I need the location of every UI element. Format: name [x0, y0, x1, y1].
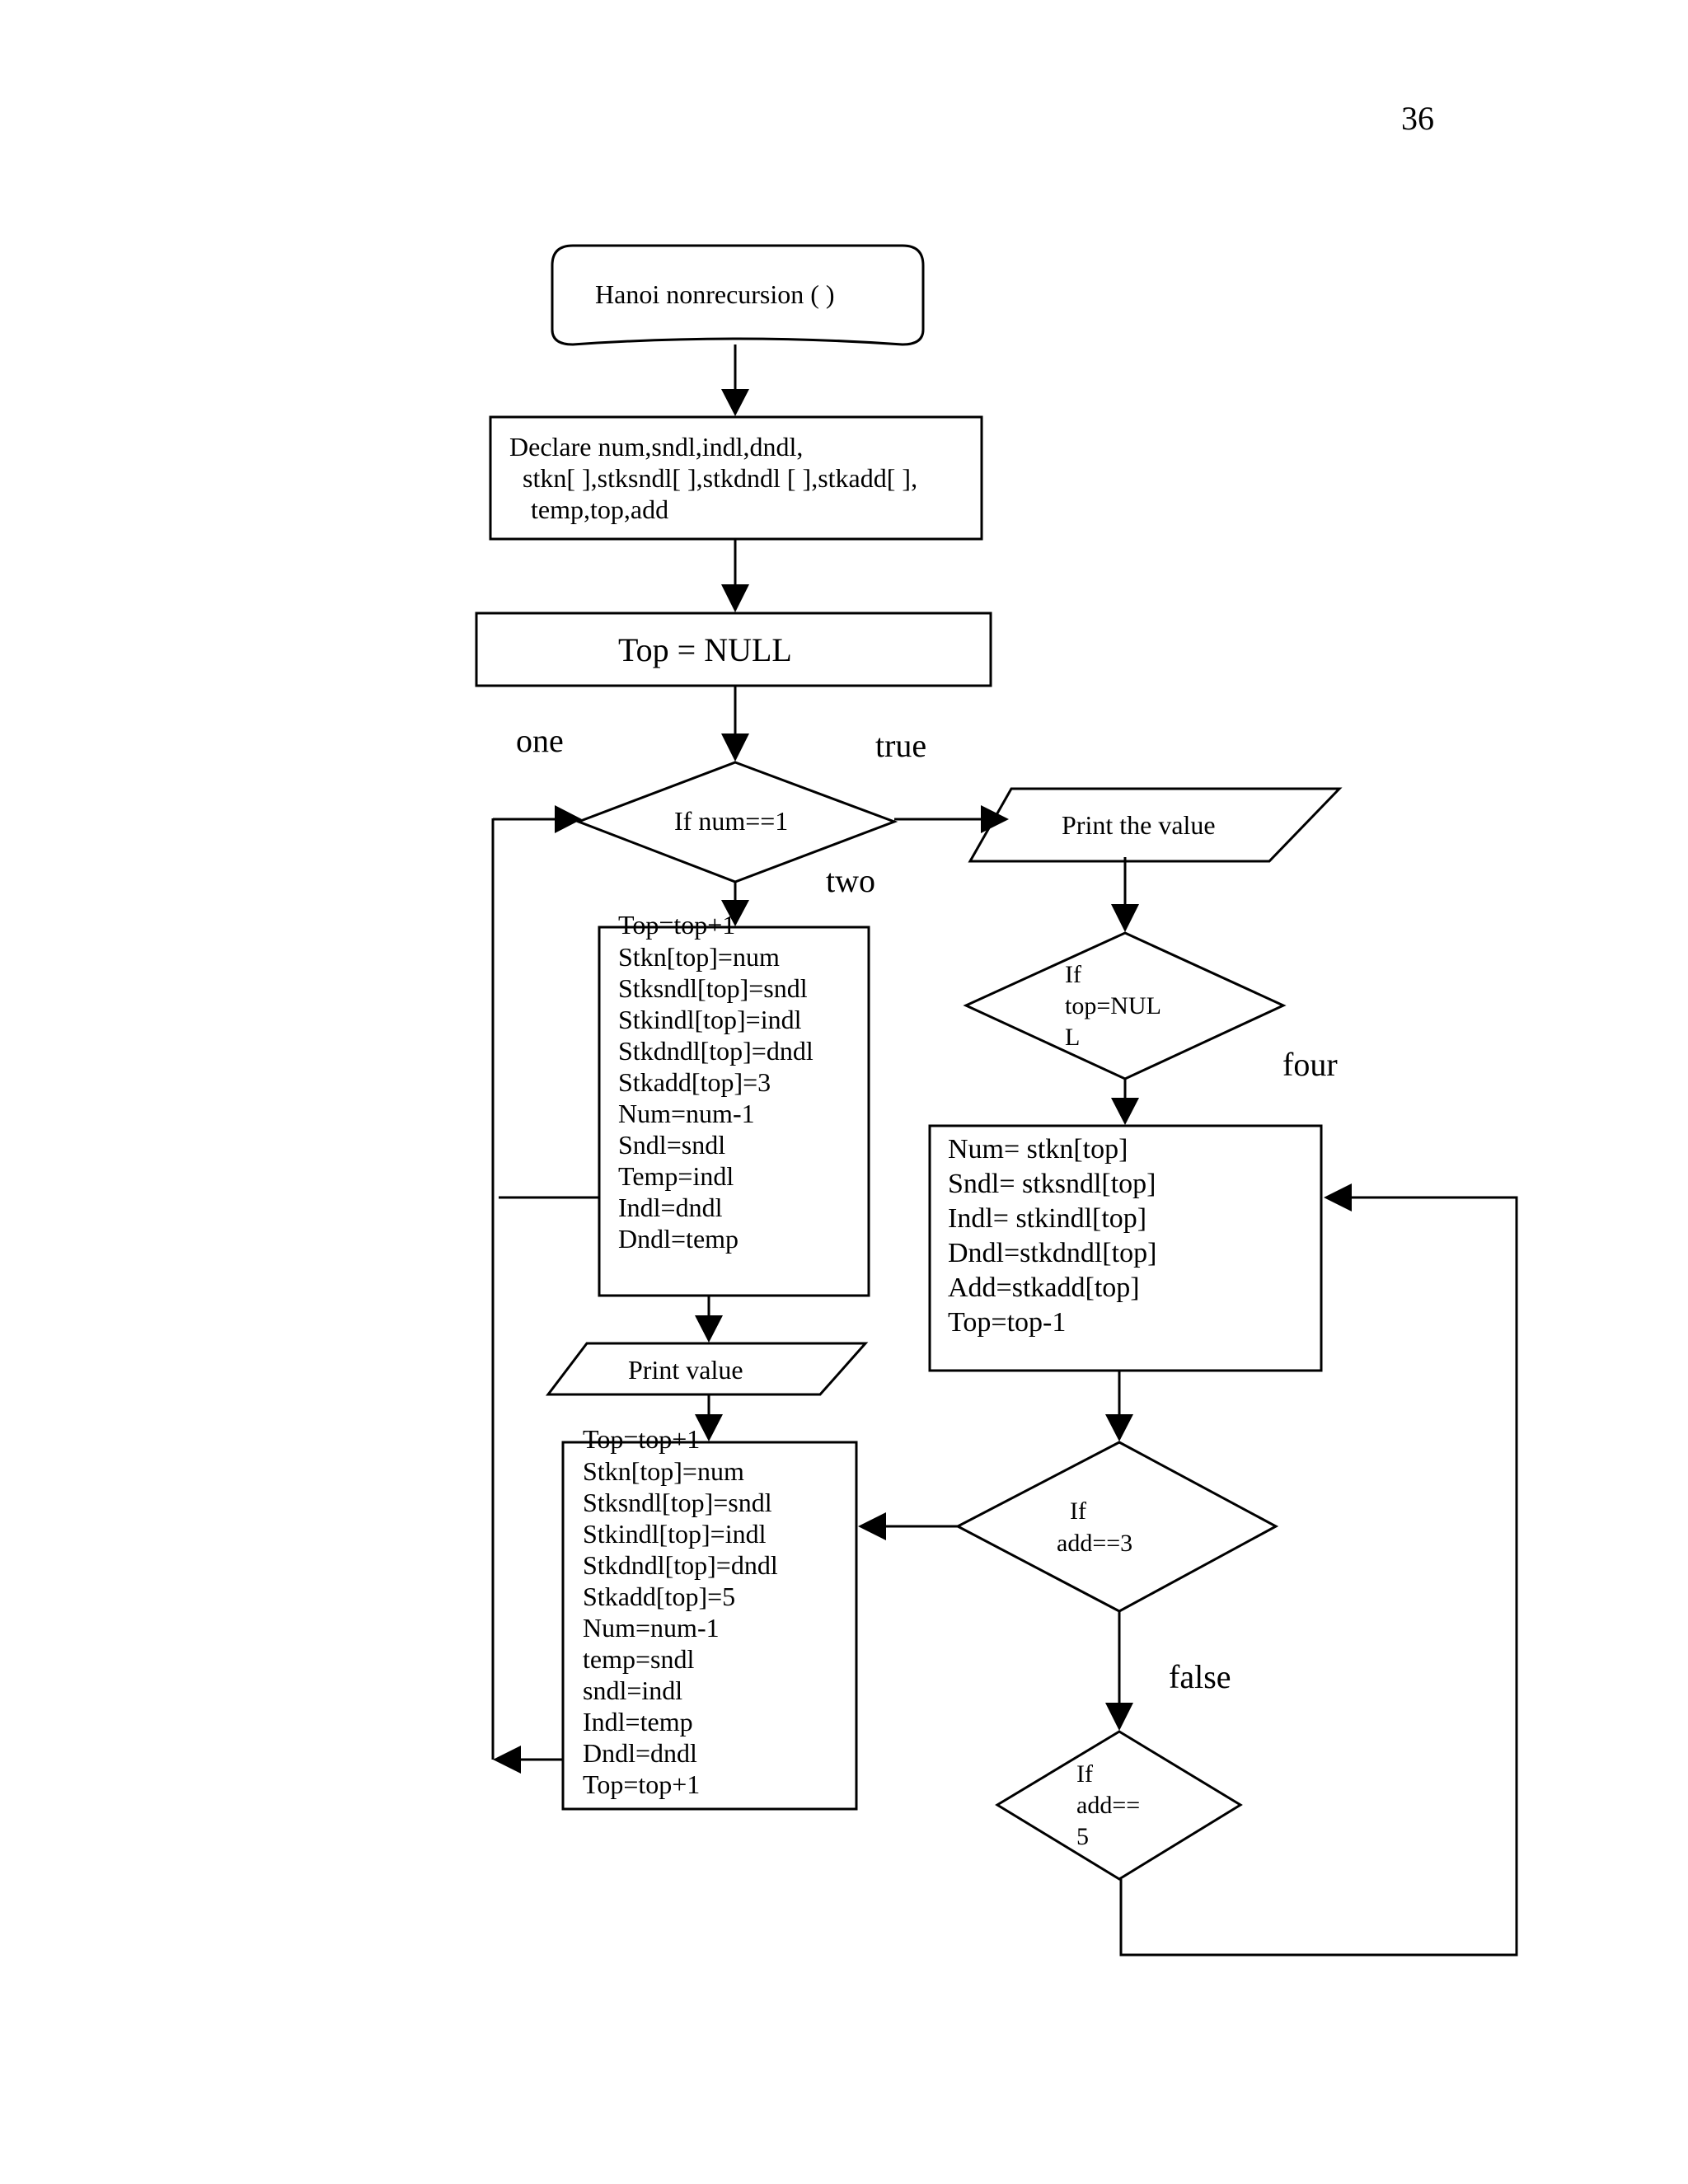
declare-text: Declare num,sndl,indl,dndl, stkn[ ],stks…	[509, 432, 924, 524]
arrowhead	[1324, 1183, 1352, 1212]
start-terminator	[551, 244, 925, 346]
decision-top-label: If top=NUL L	[1065, 961, 1166, 1051]
init-label: Top = NULL	[618, 631, 792, 668]
arrowhead	[695, 1414, 723, 1441]
init-box	[475, 612, 992, 687]
decision-num-label: If num==1	[674, 806, 788, 836]
label-false: false	[1169, 1658, 1231, 1695]
decision-add3-label: If add==3	[1057, 1497, 1132, 1557]
arrowhead	[721, 733, 749, 762]
start-label: Hanoi nonrecursion ( )	[595, 279, 835, 309]
loop-connector	[1119, 1196, 1518, 1957]
arrowhead	[721, 900, 749, 926]
push-block-1	[598, 926, 870, 1297]
declare-line: temp,top,add	[531, 494, 668, 524]
push-block-1-text: Top=top+1 Stkn[top]=num Stksndl[top]=snd…	[618, 910, 820, 1254]
arrowhead	[1111, 904, 1139, 932]
arrowhead	[721, 389, 749, 416]
decision-add5	[995, 1730, 1243, 1881]
arrowhead	[981, 805, 1009, 833]
arrowhead	[1111, 1098, 1139, 1125]
push-block-2	[561, 1441, 858, 1811]
pop-block-text: Num= stkn[top] Sndl= stksndl[top] Indl= …	[948, 1134, 1164, 1338]
arrowhead	[1105, 1703, 1133, 1731]
io-print-value-right	[968, 787, 1343, 863]
io-print-value-left-label: Print value	[628, 1355, 743, 1385]
label-one: one	[516, 722, 564, 759]
io-print-value-right-label: Print the value	[1062, 810, 1216, 840]
decision-add5-label: If add== 5	[1076, 1760, 1146, 1850]
label-four: four	[1282, 1046, 1338, 1083]
io-print-value-left	[545, 1342, 869, 1396]
declare-line: stkn[ ],stksndl[ ],stkdndl [ ],stkadd[ ]…	[523, 463, 917, 493]
arrowhead	[1105, 1414, 1133, 1441]
arrowhead	[858, 1512, 886, 1540]
label-true: true	[875, 727, 926, 764]
push-block-2-text: Top=top+1 Stkn[top]=num Stksndl[top]=snd…	[583, 1424, 785, 1799]
arrowhead	[555, 805, 582, 833]
arrowhead	[695, 1315, 723, 1343]
arrowhead	[721, 584, 749, 612]
arrowhead	[493, 1746, 521, 1774]
label-two: two	[826, 862, 875, 899]
pop-block	[928, 1124, 1323, 1372]
declare-line: Declare num,sndl,indl,dndl,	[509, 432, 803, 462]
decision-add3	[954, 1441, 1279, 1613]
page-number: 36	[1401, 100, 1434, 137]
